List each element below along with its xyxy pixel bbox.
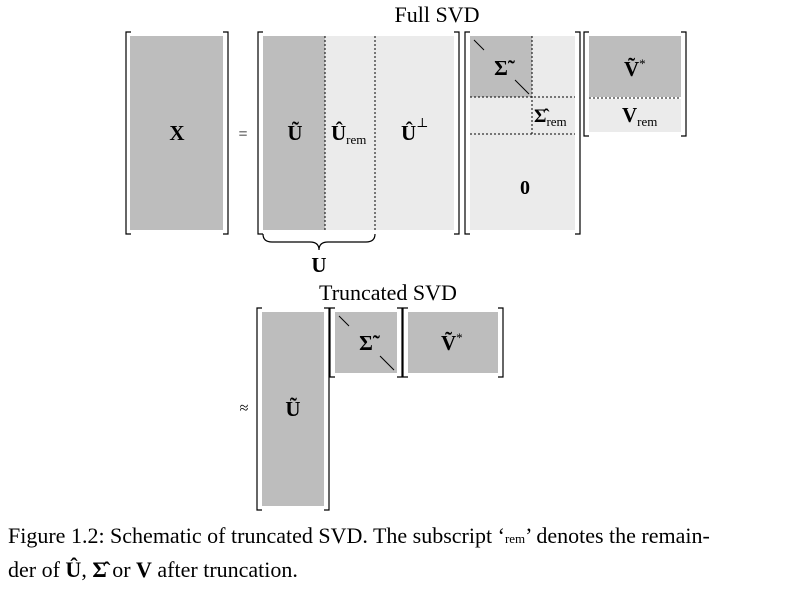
approx-sign: ≈ bbox=[240, 400, 249, 417]
caption-sep-2: or bbox=[106, 557, 137, 582]
label-u-hat-perp: Û⊥ bbox=[401, 115, 428, 145]
perp-symbol: ⊥ bbox=[416, 115, 428, 130]
matrix-sigma-truncated: Σ̃ bbox=[329, 307, 403, 378]
caption-text-3: der of bbox=[8, 557, 66, 582]
matrix-v-full: Ṽ* Vrem bbox=[583, 31, 687, 137]
label-u-tilde-truncated: Ũ bbox=[285, 397, 300, 421]
matrix-v-truncated: Ṽ* bbox=[402, 307, 504, 378]
label-v-tilde-star-truncated: Ṽ* bbox=[441, 330, 463, 355]
matrix-u-full: Ũ Ûrem Û⊥ bbox=[257, 31, 460, 235]
caption-text-1: Figure 1.2: Schematic of truncated SVD. … bbox=[8, 523, 505, 548]
caption-u-hat: Û bbox=[65, 557, 82, 582]
svd-schematic: .dk { fill: #bdbdbd; } .lt { fill: #ebeb… bbox=[125, 2, 687, 511]
caption-sep-1: , bbox=[81, 557, 93, 582]
subscript-rem-sigma: rem bbox=[546, 114, 566, 129]
star-symbol: * bbox=[639, 56, 646, 71]
u-brace bbox=[262, 233, 376, 251]
matrix-u-truncated: Ũ bbox=[256, 307, 330, 511]
equals-sign: = bbox=[238, 126, 247, 143]
label-x: X bbox=[169, 121, 184, 145]
matrix-x: X bbox=[125, 31, 229, 235]
truncated-svd-title: Truncated SVD bbox=[319, 280, 457, 305]
label-v-tilde-star: Ṽ* bbox=[624, 56, 646, 81]
label-sigma-hat-rem: Σ̂rem bbox=[534, 106, 567, 129]
label-u-hat-rem: Ûrem bbox=[331, 121, 366, 147]
label-u-tilde: Ũ bbox=[287, 121, 302, 145]
caption-rem: rem bbox=[504, 531, 526, 546]
matrix-sigma-full: Σ̃ Σ̂rem 0 bbox=[464, 31, 581, 235]
subscript-rem-v: rem bbox=[637, 114, 657, 129]
star-symbol-truncated: * bbox=[456, 330, 463, 345]
full-svd-title: Full SVD bbox=[395, 2, 480, 27]
caption-sigma-hat: Σ̂ bbox=[92, 557, 107, 582]
label-u: U bbox=[311, 253, 326, 277]
caption-v: V bbox=[136, 557, 152, 582]
caption-text-4: after truncation. bbox=[151, 557, 298, 582]
subscript-rem: rem bbox=[346, 132, 366, 147]
label-zero: 0 bbox=[520, 177, 530, 199]
caption-text-2: ’ denotes the remain- bbox=[525, 523, 710, 548]
label-v-rem: Vrem bbox=[622, 103, 657, 129]
figure-caption: Figure 1.2: Schematic of truncated SVD. … bbox=[8, 520, 803, 585]
